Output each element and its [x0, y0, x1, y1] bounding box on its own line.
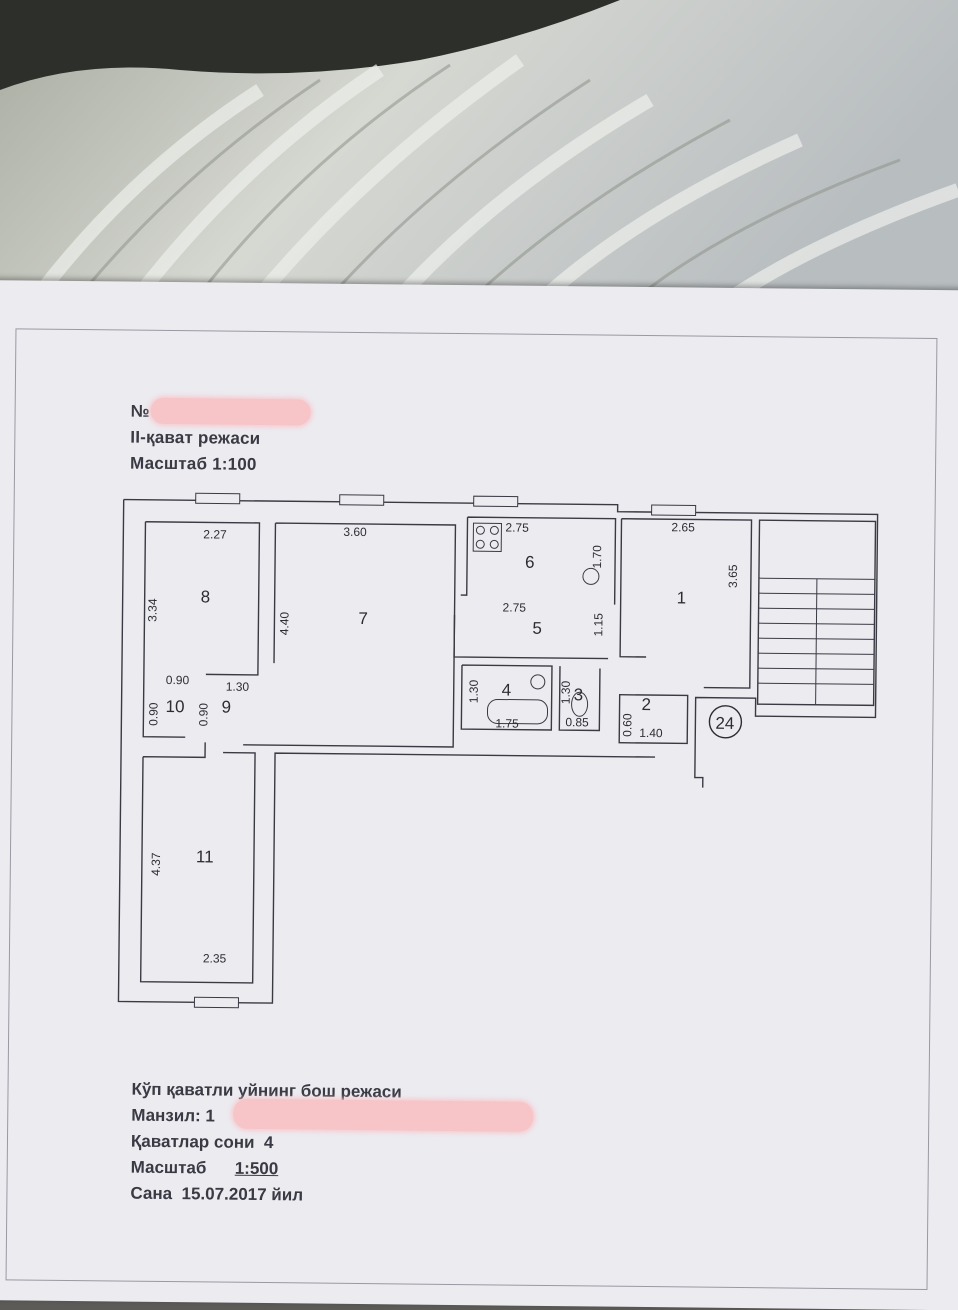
window-room-7	[339, 494, 385, 506]
room-2-wall	[618, 694, 689, 745]
room-number-4: 4	[502, 680, 512, 699]
floors-label: Қаватлар сони	[130, 1131, 255, 1152]
wc-wall	[558, 666, 601, 732]
room-3-length: 1.30	[559, 680, 573, 704]
window-room-11	[193, 996, 240, 1009]
redacted-address	[233, 1098, 534, 1132]
floors-value: 4	[263, 1133, 274, 1153]
date-row: Сана 15.07.2017 йил	[130, 1184, 303, 1206]
room-9-width: 1.30	[226, 680, 250, 694]
room-11-length: 4.37	[149, 852, 163, 876]
apartment-floor-plan: 24 1 2 3 4 5 6 7 8 9 10 11 2.65 3.65 1.4…	[117, 492, 879, 1009]
room-2-length: 0.60	[620, 713, 634, 737]
room-7-width: 3.60	[343, 525, 367, 539]
bathtub-icon	[486, 698, 549, 725]
apartment-number-circle	[708, 705, 743, 739]
room-10-width: 0.90	[166, 673, 190, 687]
staircase	[757, 577, 875, 705]
room-5-length: 1.15	[591, 613, 605, 637]
date-label: Сана	[130, 1183, 173, 1204]
room-8-length: 3.34	[145, 598, 159, 622]
washbasin-icon	[530, 674, 546, 690]
room-number-9: 9	[221, 698, 231, 717]
inner-wall-left-rooms	[145, 521, 261, 676]
room-number-6: 6	[525, 553, 535, 572]
corridor-wall	[453, 614, 609, 660]
room-2-width: 1.40	[639, 726, 663, 740]
room-8-wall	[142, 521, 186, 738]
apartment-number: 24	[715, 714, 734, 733]
room-number-1: 1	[677, 588, 687, 607]
room-number-2: 2	[641, 695, 651, 714]
room-number-5: 5	[532, 619, 542, 638]
room-11-wall	[139, 742, 256, 984]
room-number-11: 11	[196, 847, 214, 866]
room-1-width: 2.65	[671, 520, 695, 534]
room-3-width: 0.85	[565, 715, 589, 729]
room-8-width: 2.27	[203, 527, 227, 541]
quilted-blanket-background	[0, 0, 958, 320]
floors-row: Қаватлар сони 4	[131, 1132, 274, 1153]
toilet-icon	[571, 691, 589, 717]
room-1-length: 3.65	[726, 564, 740, 588]
room-11-width: 2.35	[203, 951, 227, 965]
room-4-length: 1.30	[467, 679, 481, 703]
outer-wall	[123, 498, 879, 788]
outer-wall-left	[117, 499, 656, 1004]
bath-wall	[460, 664, 553, 731]
floor-plan-document: № II-қават режаси Масштаб 1:100	[0, 280, 958, 1310]
room-number-10: 10	[165, 697, 184, 716]
window-room-8	[195, 492, 241, 505]
kitchen-wall	[460, 516, 617, 605]
site-scale-label: Масштаб	[130, 1157, 207, 1178]
room-4-width: 1.75	[495, 716, 519, 730]
room-10-length: 0.90	[146, 702, 160, 726]
room-6-width: 2.75	[505, 521, 529, 535]
room-1-wall	[619, 518, 753, 689]
room-number-7: 7	[358, 609, 368, 628]
stair-wall	[756, 519, 877, 707]
room-9-length: 0.90	[196, 703, 210, 727]
room-7-length: 4.40	[277, 611, 291, 635]
site-scale-row: Масштаб 1:500	[131, 1158, 279, 1180]
window-kitchen	[473, 495, 519, 508]
room-6-length: 1.70	[590, 545, 604, 569]
stove-icon	[472, 522, 502, 552]
room-7-wall	[243, 522, 457, 748]
site-scale-value: 1:500	[234, 1158, 279, 1179]
date-value: 15.07.2017 йил	[181, 1184, 304, 1205]
window-room-1	[651, 504, 697, 517]
sink-icon	[582, 567, 600, 585]
address-label: Манзил: 1	[131, 1105, 215, 1126]
room-number-8: 8	[201, 587, 211, 606]
room-number-3: 3	[574, 685, 584, 704]
room-5-width: 2.75	[503, 600, 527, 614]
